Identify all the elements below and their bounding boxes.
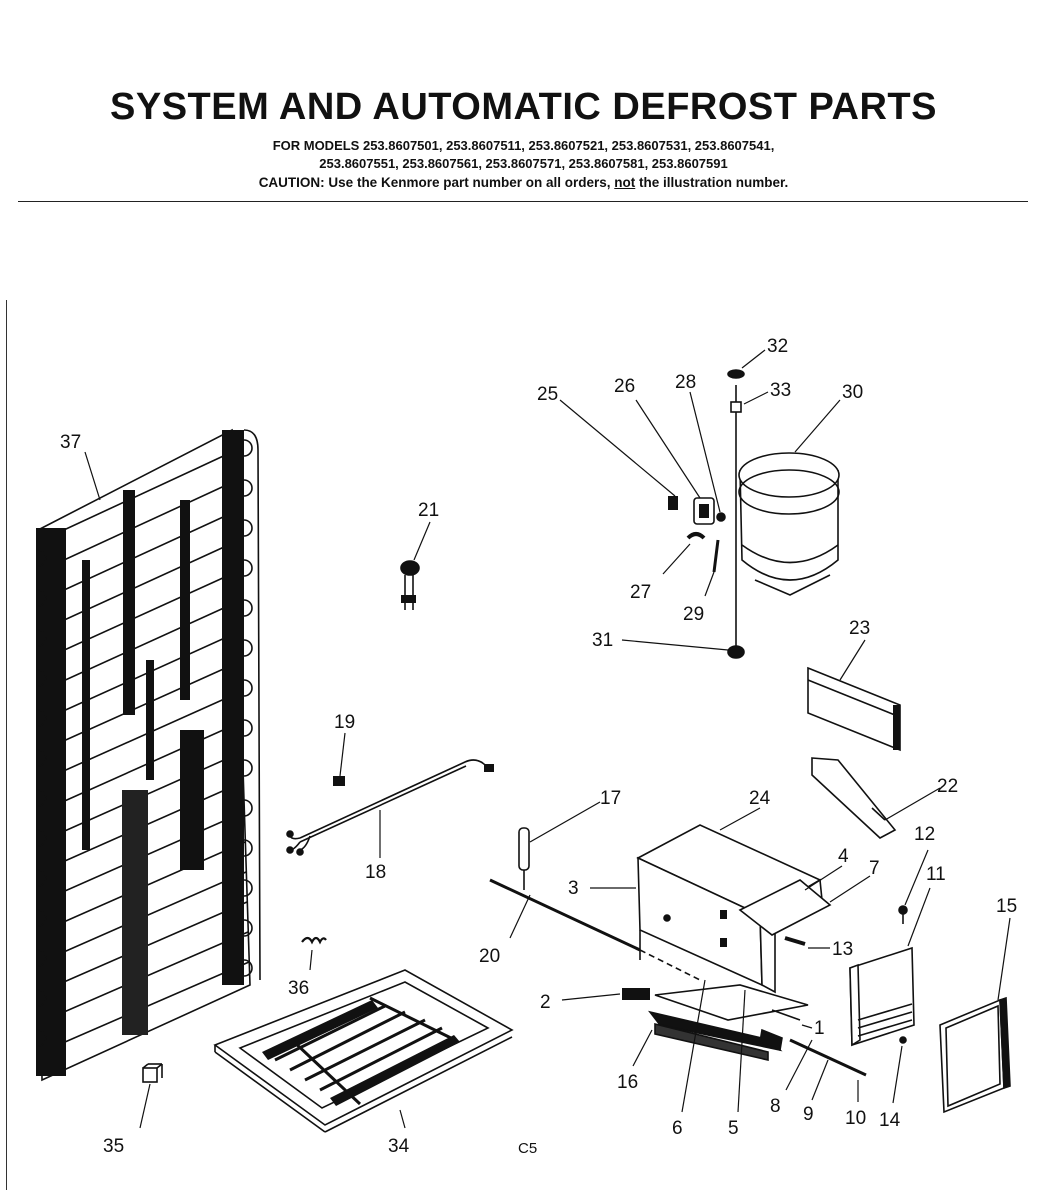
leader-lines [84, 349, 1011, 1129]
callout-7: 7 [869, 858, 880, 879]
drain-pan [213, 969, 514, 1133]
callout-29: 29 [683, 604, 704, 625]
evaporator-tray [622, 984, 867, 1077]
callout-19: 19 [334, 712, 355, 733]
callout-17: 17 [600, 788, 621, 809]
callout-24: 24 [749, 788, 771, 809]
wiring-harness [286, 759, 494, 856]
callout-33: 33 [770, 380, 791, 401]
callout-6: 6 [672, 1118, 683, 1139]
callout-5: 5 [728, 1118, 739, 1139]
callout-25: 25 [537, 384, 558, 405]
evaporator-housing [636, 824, 832, 994]
models-line-1: FOR MODELS 253.8607501, 253.8607511, 253… [272, 138, 775, 153]
callout-35: 35 [103, 1136, 124, 1157]
part-22-strap [811, 757, 897, 839]
callout-numbers: 37 21 25 26 28 32 33 30 27 29 31 23 22 1… [60, 336, 1017, 1157]
part-15-cover [939, 996, 1011, 1114]
callout-14: 14 [879, 1110, 901, 1131]
callout-28: 28 [675, 372, 696, 393]
caution-suffix: the illustration number. [639, 175, 789, 190]
page-code: C5 [518, 1140, 538, 1157]
callout-36: 36 [288, 978, 309, 999]
part-13-pin [784, 936, 806, 946]
part-35-block [142, 1063, 163, 1083]
caution-prefix: CAUTION: Use the Kenmore part number on … [258, 175, 611, 190]
callout-31: 31 [592, 630, 613, 651]
callout-30: 30 [842, 382, 863, 403]
callout-12: 12 [914, 824, 935, 845]
compressor [727, 369, 840, 659]
callout-23: 23 [849, 618, 870, 639]
callout-18: 18 [365, 862, 386, 883]
page-title: SYSTEM AND AUTOMATIC DEFROST PARTS [110, 86, 937, 128]
callout-15: 15 [996, 896, 1017, 917]
defrost-heater-assembly [489, 827, 701, 981]
callout-21: 21 [418, 500, 439, 521]
callout-9: 9 [803, 1104, 814, 1125]
callout-1: 1 [814, 1018, 825, 1039]
callout-13: 13 [832, 939, 853, 960]
callout-4: 4 [838, 846, 849, 867]
callout-10: 10 [845, 1108, 866, 1129]
callout-27: 27 [630, 582, 651, 603]
part-21-component [400, 560, 420, 610]
callout-32: 32 [767, 336, 788, 357]
callout-22: 22 [937, 776, 958, 797]
caution-not: not [614, 175, 636, 190]
caution-line: CAUTION: Use the Kenmore part number on … [0, 175, 1047, 190]
callout-20: 20 [479, 946, 500, 967]
part-23-bracket [807, 666, 901, 752]
callout-26: 26 [614, 376, 635, 397]
condenser-coil [36, 428, 261, 1082]
part-36-clip [301, 936, 327, 945]
control-panel [849, 905, 915, 1047]
callout-2: 2 [540, 992, 551, 1013]
callout-3: 3 [568, 878, 579, 899]
callout-16: 16 [617, 1072, 638, 1093]
callout-8: 8 [770, 1096, 781, 1117]
callout-34: 34 [388, 1136, 410, 1157]
header-rule [18, 201, 1028, 202]
models-line-2: 253.8607551, 253.8607561, 253.8607571, 2… [319, 156, 728, 171]
compressor-fittings [668, 496, 726, 573]
callout-11: 11 [926, 864, 946, 885]
margin-rule [6, 300, 7, 1190]
callout-37: 37 [60, 432, 81, 453]
